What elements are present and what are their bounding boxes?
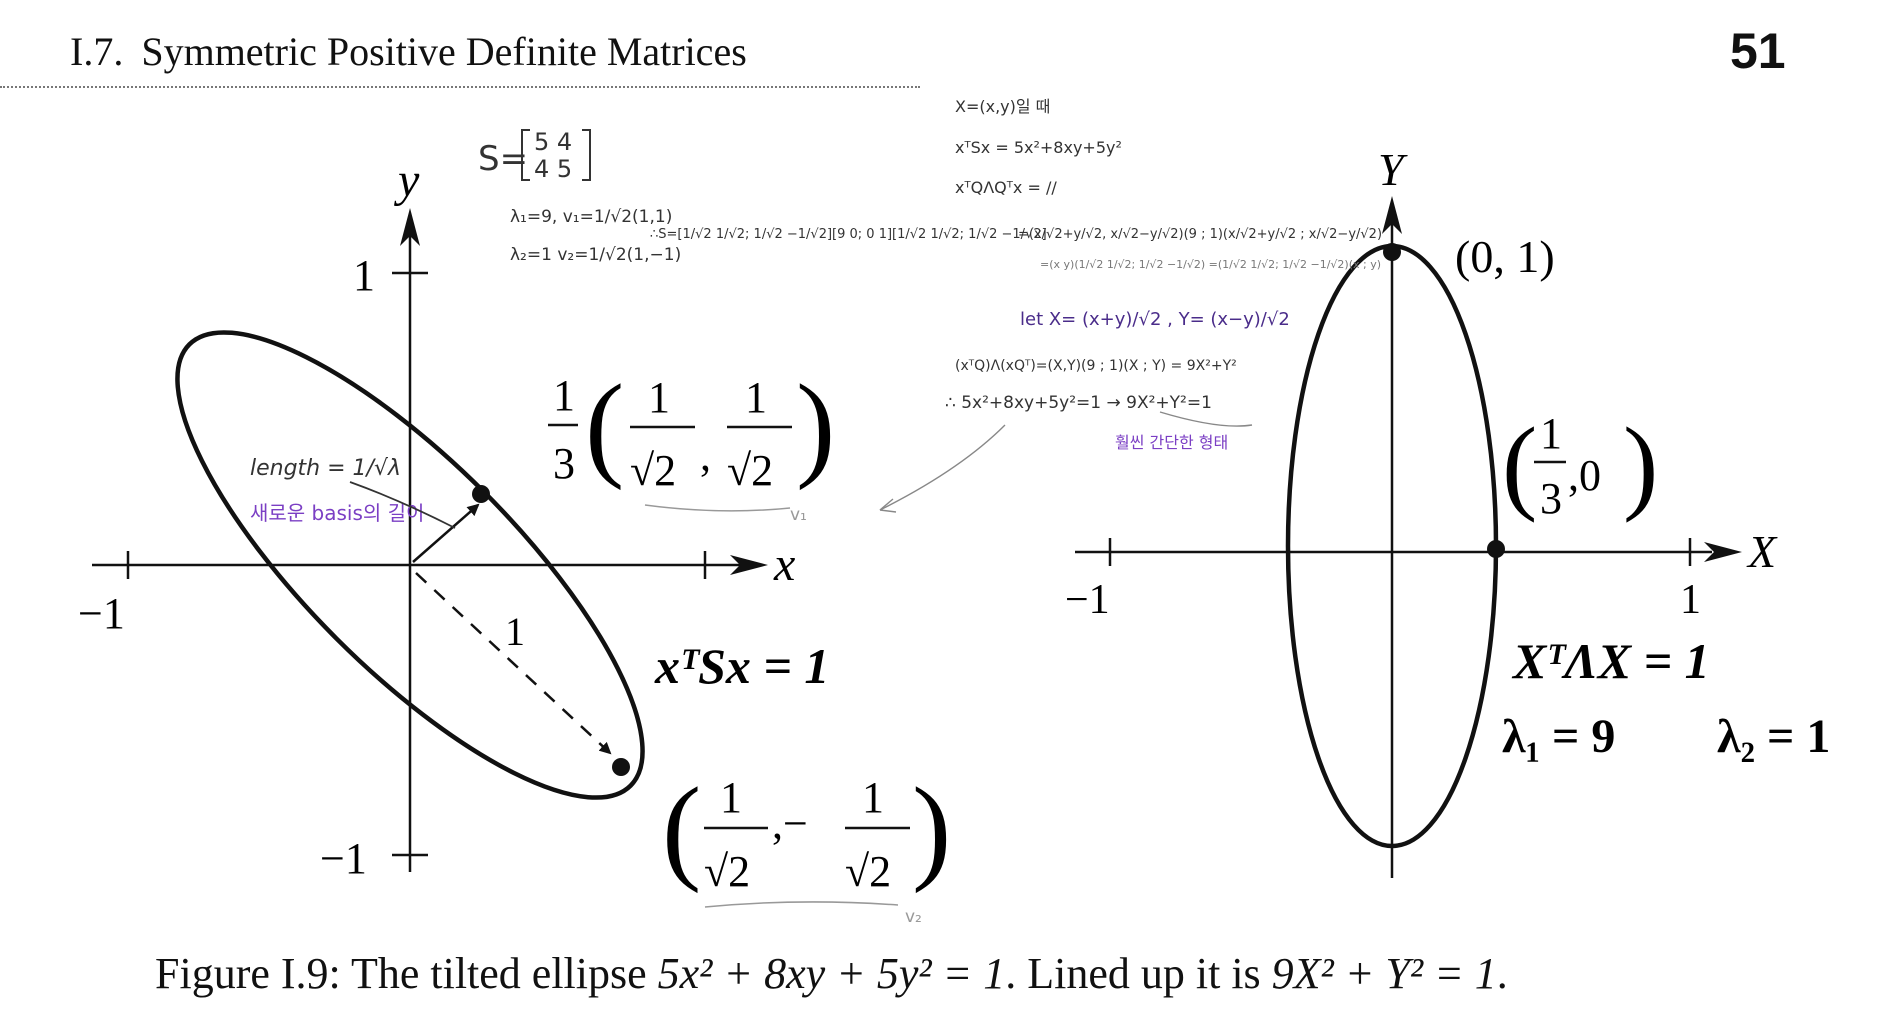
note-right-arrow [1159, 411, 1253, 427]
long-axis-dashed-arrow [415, 572, 612, 755]
note-right-6: let X= (x+y)/√2 , Y= (x−y)/√2 [1020, 309, 1290, 330]
note-s-row-1: 5 4 [534, 128, 572, 156]
section-number: I.7. [70, 29, 124, 74]
v2-underline [704, 901, 899, 908]
v1-mark: v₁ [790, 505, 807, 525]
point-top-den2: √2 [727, 446, 773, 495]
note-right-7: (xᵀQ)Λ(xQᵀ)=(X,Y)(9 ; 1)(X ; Y) = 9X²+Y² [955, 358, 1237, 374]
left-axis-x-label: x [773, 538, 795, 591]
point-top-prefix-den: 3 [553, 439, 575, 488]
right-point-top-dot [1383, 243, 1401, 261]
v1-underline [644, 504, 791, 512]
svg-text:(: ( [1502, 406, 1537, 523]
right-x-arrowhead [1704, 542, 1742, 562]
point-bottom-den2: √2 [845, 847, 891, 896]
point-bottom-sep: ,− [772, 799, 808, 848]
right-y-arrowhead [1382, 196, 1402, 234]
point-top-den1: √2 [630, 446, 676, 495]
left-tick-x-left-label: −1 [78, 589, 125, 638]
right-axis-x-label: X [1746, 526, 1778, 577]
point-bottom-dot [612, 758, 630, 776]
note-right-9: 훨씬 간단한 형태 [1115, 433, 1228, 452]
left-tick-y-bottom-label: −1 [320, 834, 367, 883]
point-top-label: 1 3 ( 1 √2 , 1 √2 ) [548, 360, 835, 495]
point-bottom-label: ( 1 √2 ,− 1 √2 ) [662, 763, 951, 896]
note-right-4: =(x/√2+y/√2, x/√2−y/√2)(9 ; 1)(x/√2+y/√2… [1018, 227, 1382, 242]
note-basis: 새로운 basis의 길이 [250, 501, 424, 525]
left-y-arrowhead [400, 208, 420, 246]
svg-text:): ) [796, 360, 835, 491]
right-figure: Y X −1 1 (0, 1) ( 1 3 ,0 ) XᵀΛX = 1 λ₁ =… [1065, 144, 1830, 878]
note-s-label: S= [478, 139, 528, 179]
svg-text:): ) [912, 763, 951, 894]
caption-middle: . Lined up it is [1005, 949, 1272, 998]
point-top-num2: 1 [745, 373, 767, 422]
note-right-8: ∴ 5x²+8xy+5y²=1 → 9X²+Y²=1 [945, 393, 1212, 413]
eigenvalue-2: λ₂ = 1 [1717, 710, 1830, 763]
short-axis-arrow [412, 503, 480, 563]
note-to-v1-arrowhead [879, 498, 897, 513]
point-bottom-num2: 1 [862, 773, 884, 822]
eigenvalue-1: λ₁ = 9 [1502, 710, 1615, 763]
right-point-right-num: 1 [1540, 409, 1562, 458]
left-equation: xᵀSx = 1 [654, 638, 829, 694]
point-top-num1: 1 [648, 373, 670, 422]
note-to-v1-arrow [879, 424, 1006, 511]
header-rule [0, 86, 920, 88]
svg-text:): ) [1623, 406, 1658, 523]
note-length-pointer [349, 481, 456, 529]
right-tick-x-right-label: 1 [1680, 577, 1701, 623]
svg-text:(: ( [585, 360, 624, 491]
note-length: length = 1/√λ [250, 456, 401, 481]
right-axis-y-label: Y [1378, 144, 1408, 195]
figure-caption: Figure I.9: The tilted ellipse 5x² + 8xy… [155, 948, 1508, 999]
note-right-3: xᵀQΛQᵀx = // [955, 178, 1057, 197]
right-point-right-label: ( 1 3 ,0 ) [1502, 406, 1658, 523]
handwritten-notes: S= 5 4 4 5 λ₁=9, v₁=1/√2(1,1) λ₂=1 v₂=1/… [250, 97, 1382, 927]
left-x-arrowhead [730, 555, 768, 575]
note-eig-line-2: λ₂=1 v₂=1/√2(1,−1) [510, 245, 681, 265]
right-point-right-dot [1487, 540, 1505, 558]
point-bottom-den1: √2 [704, 847, 750, 896]
note-right-2: xᵀSx = 5x²+8xy+5y² [955, 138, 1122, 157]
right-point-right-den: 3 [1540, 474, 1562, 523]
note-right-1: X=(x,y)일 때 [955, 97, 1050, 116]
point-top-prefix-num: 1 [553, 371, 575, 420]
left-axis-y-label: y [393, 154, 420, 207]
note-s-bracket-left [521, 129, 530, 181]
svg-text:(: ( [662, 763, 701, 894]
caption-prefix: Figure I.9: The tilted ellipse [155, 949, 658, 998]
right-point-top-label: (0, 1) [1455, 231, 1555, 282]
point-bottom-num1: 1 [720, 773, 742, 822]
point-top-dot [472, 485, 490, 503]
note-decomposition: ∴S=[1/√2 1/√2; 1/√2 −1/√2][9 0; 0 1][1/√… [650, 227, 1047, 242]
note-s-bracket-right [582, 129, 591, 181]
section-header: I.7. Symmetric Positive Definite Matrices [70, 28, 747, 75]
caption-equation-2: 9X² + Y² = 1 [1271, 949, 1497, 998]
v2-mark: v₂ [905, 907, 922, 927]
note-s-row-2: 4 5 [534, 155, 572, 183]
caption-equation-1: 5x² + 8xy + 5y² = 1 [657, 949, 1006, 998]
left-tick-y-top-label: 1 [353, 251, 375, 300]
right-point-right-tail: ,0 [1568, 451, 1601, 500]
point-top-sep: , [700, 431, 711, 480]
note-right-5: =(x y)(1/√2 1/√2; 1/√2 −1/√2) =(1/√2 1/√… [1040, 258, 1381, 271]
dashed-length-label: 1 [505, 609, 525, 654]
note-eig-line-1: λ₁=9, v₁=1/√2(1,1) [510, 207, 672, 227]
right-equation: XᵀΛX = 1 [1511, 633, 1710, 689]
right-tick-x-left-label: −1 [1065, 577, 1110, 623]
left-figure: y x 1 −1 −1 1 1 3 ( 1 √2 , 1 √2 ) ( 1 √2… [78, 154, 951, 896]
section-title: Symmetric Positive Definite Matrices [141, 29, 747, 74]
caption-suffix: . [1496, 949, 1508, 998]
page-number: 51 [1730, 23, 1786, 79]
